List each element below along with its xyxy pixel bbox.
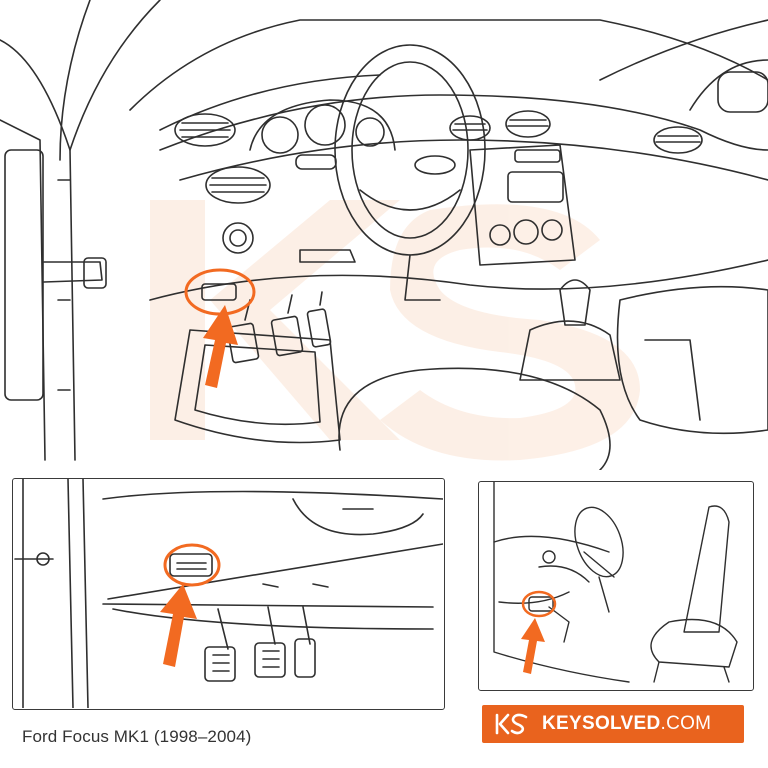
obd-highlight-circle-side xyxy=(521,590,557,618)
obd-closeup-view xyxy=(12,478,445,710)
dashboard-drawing xyxy=(0,0,768,470)
brand-name-suffix: .COM xyxy=(660,713,712,734)
obd-highlight-circle-closeup xyxy=(163,543,221,587)
brand-name-strong: KEYSOLVED xyxy=(542,713,661,734)
side-drawing xyxy=(493,482,738,683)
orange-arrow-icon xyxy=(521,618,545,674)
orange-arrow-icon xyxy=(160,584,197,667)
side-view xyxy=(478,481,754,691)
vehicle-model-caption: Ford Focus MK1 (1998–2004) xyxy=(22,727,252,746)
watermark-ks-logo xyxy=(150,200,640,461)
main-dashboard-view xyxy=(0,0,768,470)
brand-name: KEYSOLVED .COM xyxy=(542,713,711,735)
brand-banner: KEYSOLVED .COM xyxy=(482,705,744,743)
orange-arrow-icon xyxy=(203,305,238,388)
ks-monogram-icon xyxy=(495,713,528,735)
closeup-drawing xyxy=(14,479,443,708)
obd-port-closeup xyxy=(169,553,213,577)
obd-port-side xyxy=(528,596,554,612)
obd-port-main xyxy=(201,283,237,301)
